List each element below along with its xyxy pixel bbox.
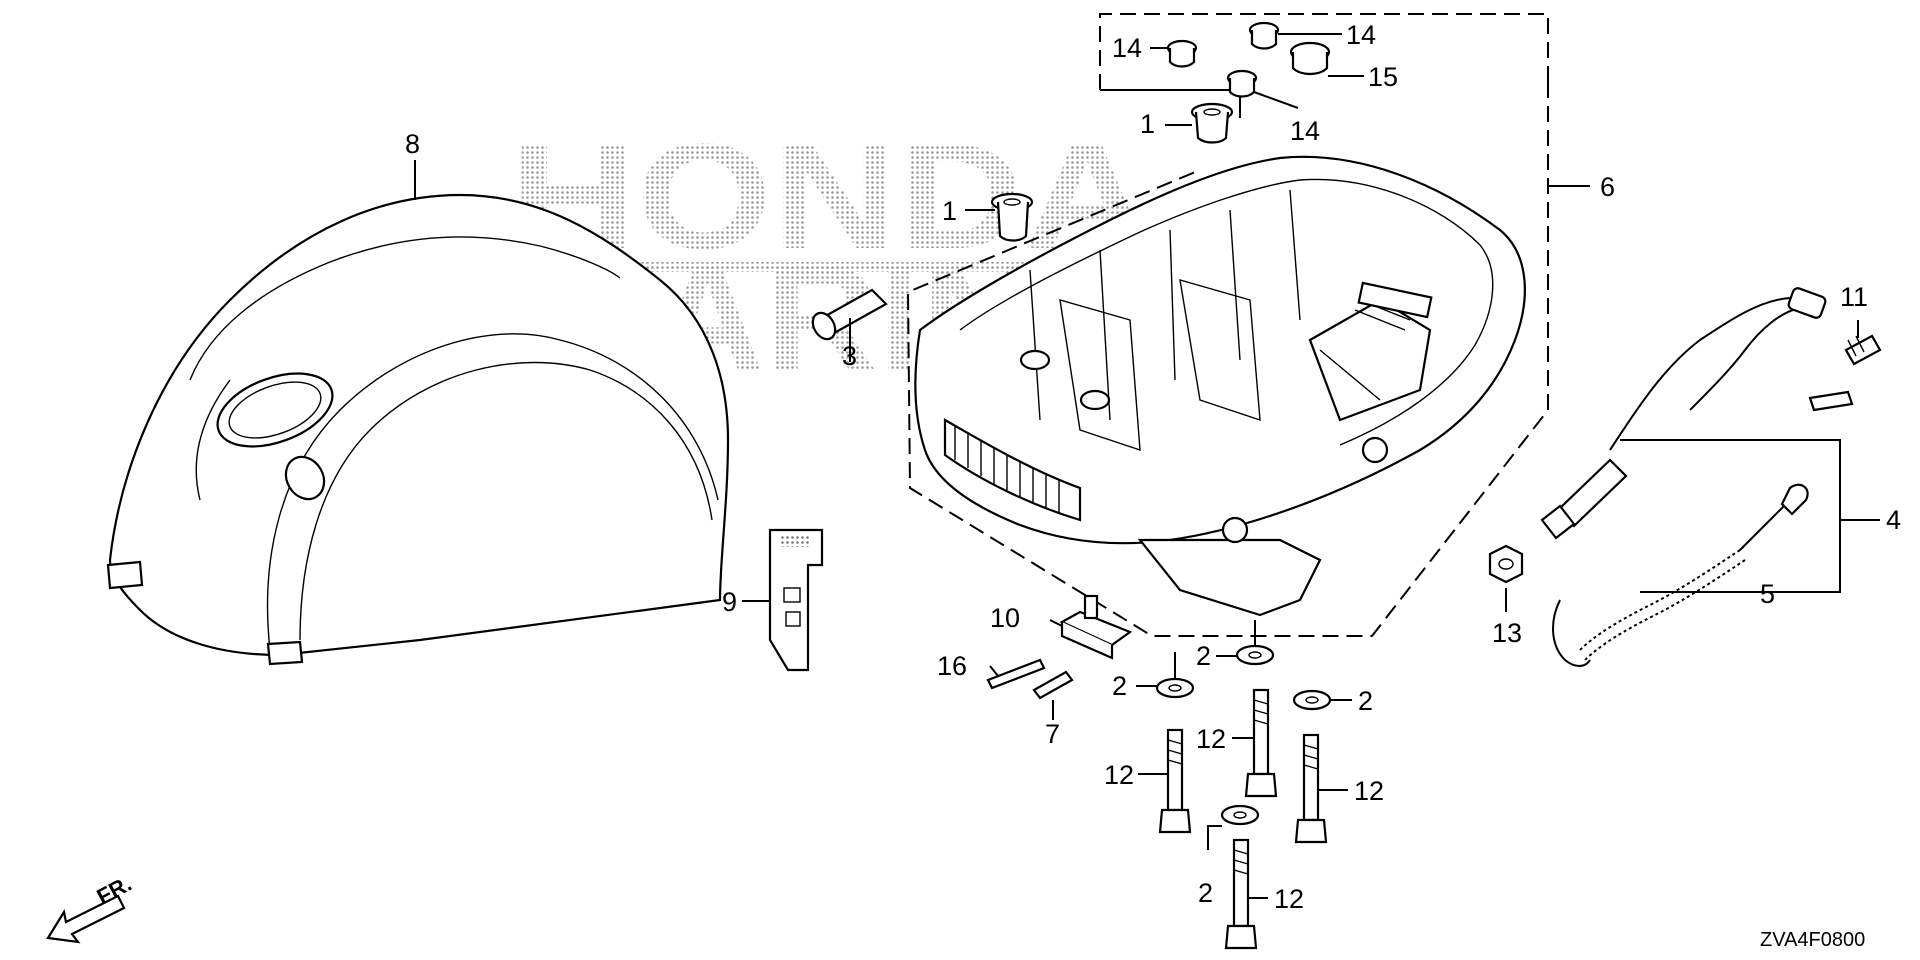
callout-labels: 8 1 1 14 14 15 14 6 3 11 4 5 13 9 10 16 … xyxy=(405,20,1901,914)
diagram-code: ZVA4F0800 xyxy=(1760,929,1865,951)
callout-2-b: 2 xyxy=(1196,641,1211,671)
seal-group-bracket xyxy=(1099,13,1549,90)
lanyard-part xyxy=(1552,483,1809,667)
callout-9: 9 xyxy=(722,587,737,617)
callout-6: 6 xyxy=(1600,172,1615,202)
washer-part-2 xyxy=(1235,644,1275,666)
nut-part-13 xyxy=(1488,544,1524,584)
callout-1-upper: 1 xyxy=(1140,109,1155,139)
seal-part-14c xyxy=(1226,69,1258,98)
front-arrow-icon xyxy=(46,894,126,944)
grommet-part-upper xyxy=(1190,102,1234,144)
seal-part-14a xyxy=(1166,39,1198,68)
bolt-part-1 xyxy=(1158,728,1192,834)
engine-cover-part xyxy=(106,193,730,666)
callout-12-c: 12 xyxy=(1354,776,1384,806)
callout-7: 7 xyxy=(1045,719,1060,749)
callout-5: 5 xyxy=(1760,579,1775,609)
bolt-part-2 xyxy=(1244,688,1278,798)
stop-switch-part xyxy=(1540,287,1854,540)
callout-11: 11 xyxy=(1840,282,1868,312)
washer-part-1 xyxy=(1155,677,1195,699)
callout-14-bottom: 14 xyxy=(1290,116,1320,146)
callout-2-c: 2 xyxy=(1358,686,1373,716)
case-group-outline xyxy=(906,82,1549,637)
callout-12-d: 12 xyxy=(1274,884,1304,914)
callout-15: 15 xyxy=(1368,62,1398,92)
bolt-part-3 xyxy=(1294,733,1328,844)
pin-part-7 xyxy=(1032,670,1074,700)
seal-part-15 xyxy=(1289,41,1331,76)
front-label: FR. xyxy=(93,871,136,910)
pin-part-16 xyxy=(986,658,1046,690)
callout-2-a: 2 xyxy=(1112,671,1127,701)
grommet-part-lower xyxy=(990,192,1034,242)
plug-part xyxy=(811,288,888,341)
seal-part-14b xyxy=(1248,21,1280,50)
callout-1-lower: 1 xyxy=(942,196,957,226)
callout-14-left: 14 xyxy=(1112,33,1142,63)
callout-12-b: 12 xyxy=(1104,760,1134,790)
holder-part xyxy=(1059,594,1133,660)
bolt-part-11 xyxy=(1844,334,1882,366)
lower-case-part xyxy=(914,155,1526,617)
callout-14-top: 14 xyxy=(1346,20,1376,50)
plate-part xyxy=(768,528,824,672)
callout-12-a: 12 xyxy=(1196,724,1226,754)
callout-3: 3 xyxy=(842,341,857,371)
callout-8: 8 xyxy=(405,129,420,159)
bolt-part-4 xyxy=(1224,838,1258,950)
callout-13: 13 xyxy=(1492,618,1522,648)
callout-16: 16 xyxy=(937,651,967,681)
washer-part-3 xyxy=(1292,689,1332,711)
front-direction-indicator: FR. xyxy=(46,871,136,944)
washer-part-4 xyxy=(1220,804,1260,826)
leader-lines xyxy=(414,33,1880,899)
callout-4: 4 xyxy=(1886,505,1901,535)
callout-2-d: 2 xyxy=(1198,878,1213,908)
callout-10: 10 xyxy=(990,603,1020,633)
